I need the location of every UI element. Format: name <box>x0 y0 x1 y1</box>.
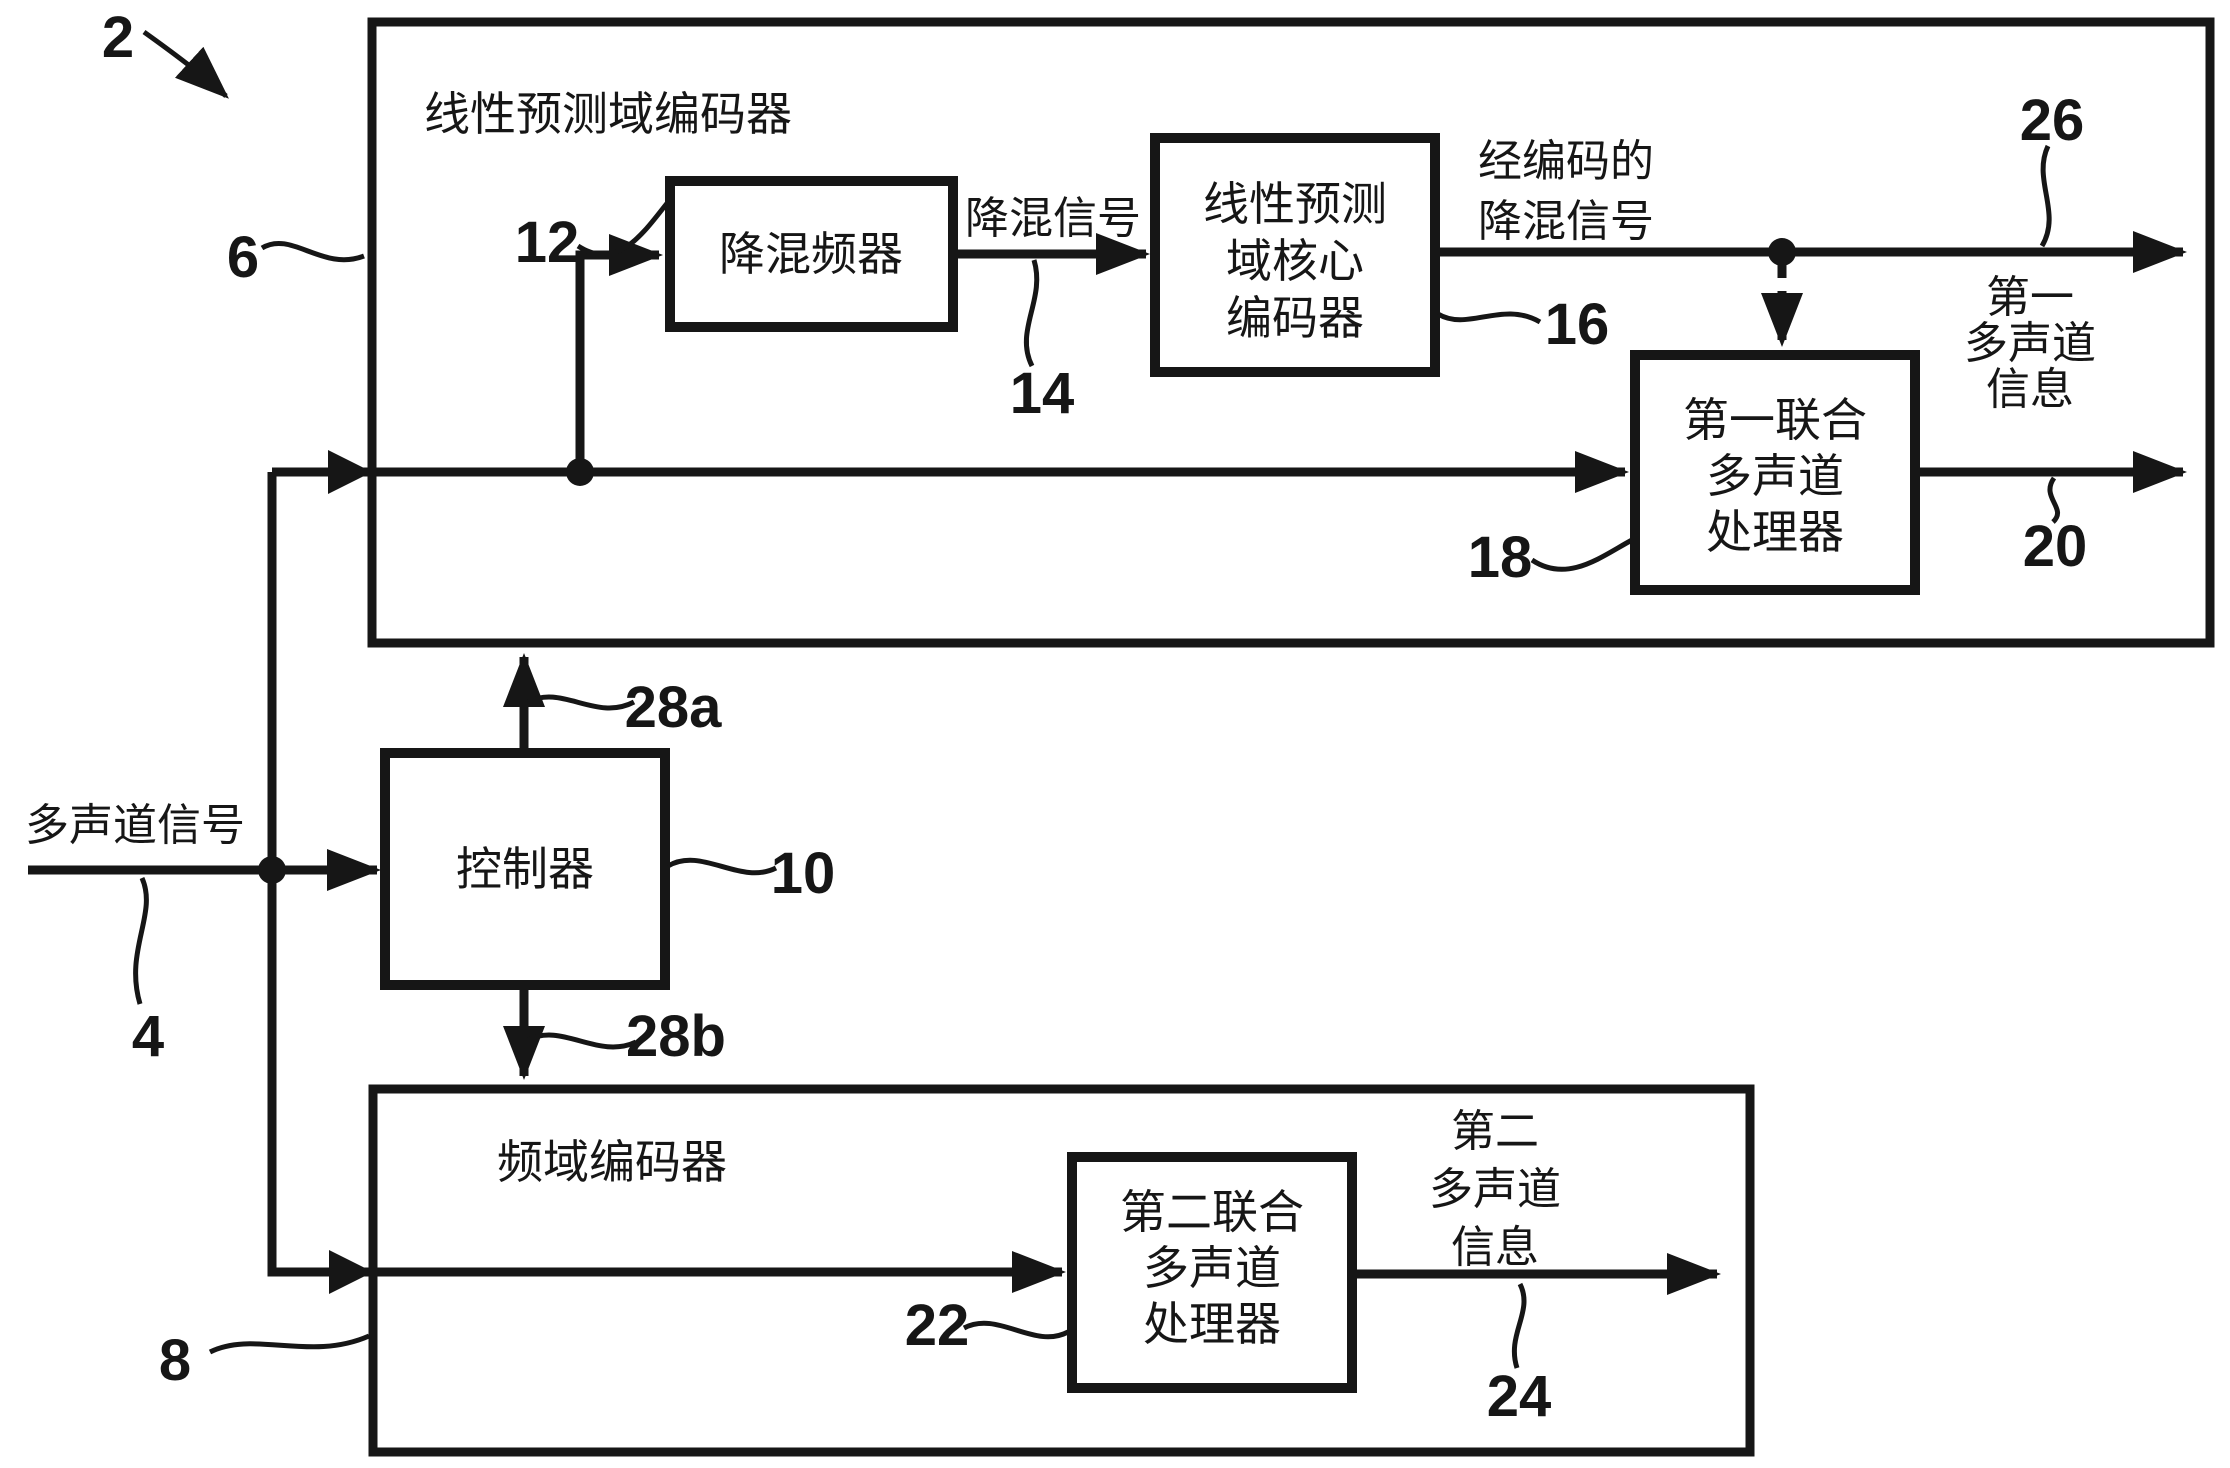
second-mc-info-label-line3: 信息 <box>1451 1223 1539 1272</box>
ref-4-leader <box>133 876 149 1005</box>
downmixer-label: 降混频器 <box>719 228 903 280</box>
second-joint-mc-processor-box <box>1067 1152 1357 1393</box>
lpd-box-entry-arrowhead <box>328 450 372 494</box>
second-mc-info-label-line1: 第二 <box>1451 1107 1539 1156</box>
junction-dot-lpd-input <box>566 458 594 486</box>
ref-10-label: 10 <box>771 841 836 906</box>
ref-12-leader <box>576 200 670 257</box>
encoded-downmix-label-line2: 降混信号 <box>1478 197 1654 246</box>
second-mc-info-label-line2: 多声道 <box>1429 1165 1561 1214</box>
ref-20-leader <box>2047 476 2061 524</box>
ref-22-label: 22 <box>905 1293 970 1358</box>
controller-label: 控制器 <box>456 843 594 895</box>
ref-16-label: 16 <box>1545 292 1610 357</box>
lpd-encoder-outer-box <box>367 17 2215 648</box>
ref-28a-leader <box>526 694 636 711</box>
ref-26-leader <box>2039 144 2052 248</box>
ref-26-label: 26 <box>2020 88 2085 153</box>
multichannel-input-label: 多声道信号 <box>25 801 245 850</box>
ref-2-label: 2 <box>102 5 134 70</box>
fd-box-entry-arrowhead <box>329 1250 373 1294</box>
lpd-core-encoder-label-line1: 线性预测 <box>1203 178 1387 230</box>
lpd-core-encoder-label-line2: 域核心 <box>1226 235 1364 287</box>
lpd-core-encoder-box <box>1150 133 1440 377</box>
second-joint-mc-processor-label-line1: 第二联合 <box>1120 1186 1304 1238</box>
ref-28a-label: 28a <box>625 675 723 740</box>
fd-encoder-title: 频域编码器 <box>497 1136 727 1188</box>
controller-box <box>380 748 670 990</box>
ref-6-label: 6 <box>227 225 259 290</box>
first-joint-mc-processor-box <box>1630 350 1920 595</box>
junction-dot-multichannel-input <box>258 856 286 884</box>
second-joint-mc-processor-label-line2: 多声道 <box>1143 1242 1281 1294</box>
ref-22-leader <box>962 1320 1070 1340</box>
ref-14-leader <box>1023 259 1040 368</box>
ref-14-label: 14 <box>1010 361 1075 426</box>
ref-10-leader <box>666 857 778 876</box>
fd-input-line <box>267 472 1066 1293</box>
ref-20-label: 20 <box>2023 514 2088 579</box>
ref-28b-label: 28b <box>626 1004 726 1069</box>
first-joint-mc-processor-label-line2: 多声道 <box>1706 450 1844 502</box>
first-joint-mc-processor-label-line3: 处理器 <box>1706 506 1844 558</box>
ref-24-label: 24 <box>1487 1364 1552 1429</box>
ref-8-leader <box>208 1333 371 1355</box>
first-mc-info-label-line2: 多声道 <box>1964 319 2096 368</box>
first-mc-info-label-line3: 信息 <box>1986 365 2074 414</box>
junction-dot-encoded-downmix <box>1768 238 1796 266</box>
ref-18-leader <box>1530 537 1634 572</box>
ref-8-label: 8 <box>159 1328 191 1393</box>
ref-28b-leader <box>526 1032 638 1050</box>
encoded-downmix-label-line1: 经编码的 <box>1478 137 1654 186</box>
second-joint-mc-processor-label-line3: 处理器 <box>1143 1298 1281 1350</box>
downmixer-branch-line <box>575 234 663 472</box>
downmix-signal-label: 降混信号 <box>965 194 1141 243</box>
lpd-encoder-title: 线性预测域编码器 <box>424 88 792 140</box>
downmixer-box <box>665 176 958 332</box>
ref-18-label: 18 <box>1468 525 1533 590</box>
ref-12-label: 12 <box>515 210 580 275</box>
ref-16-leader <box>1436 311 1542 325</box>
ref-24-leader <box>1511 1282 1527 1369</box>
ref-2-arrow <box>142 29 229 99</box>
lpd-core-encoder-label-line3: 编码器 <box>1226 292 1364 344</box>
first-joint-mc-processor-label-line1: 第一联合 <box>1683 394 1867 446</box>
first-mc-info-label-line1: 第一 <box>1986 273 2074 322</box>
ref-4-label: 4 <box>132 1004 164 1069</box>
ref-6-leader <box>260 240 365 263</box>
